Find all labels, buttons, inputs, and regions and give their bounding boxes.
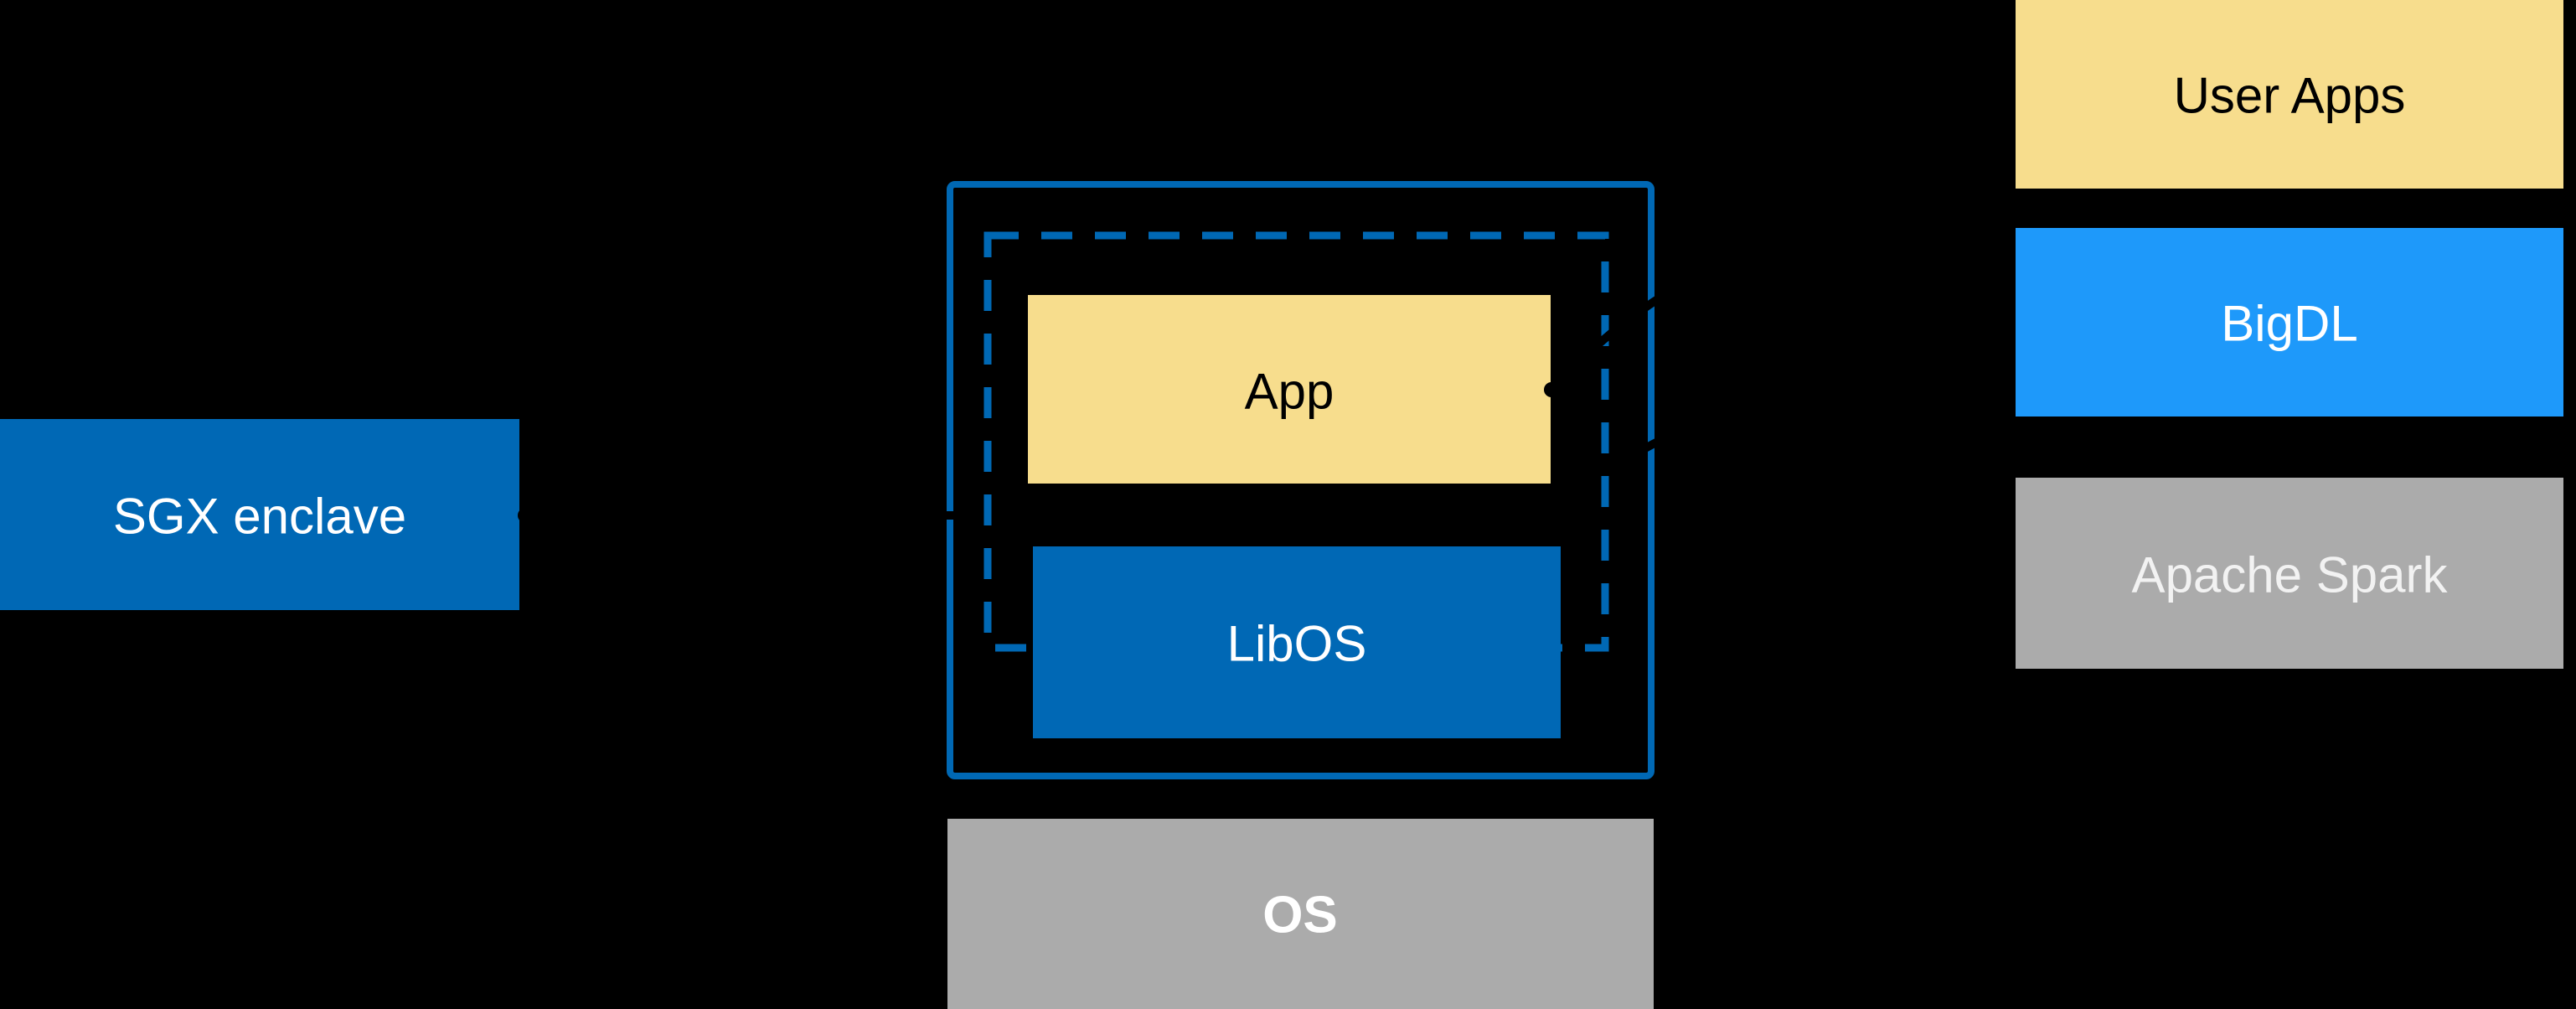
app-label: App <box>1245 364 1334 420</box>
enclave-outer-box <box>947 181 1655 779</box>
enclave-bigdl-connector <box>1609 360 2008 473</box>
sgx-enclave-connector-dot <box>518 508 533 523</box>
libos-label: LibOS <box>1227 616 1367 672</box>
libos-box <box>1033 546 1561 738</box>
user-apps-box <box>2016 0 2563 189</box>
apache-spark-label: Apache Spark <box>2132 547 2449 603</box>
bigdl-label: BigDL <box>2221 296 2357 352</box>
app-bigdl-connector <box>1548 235 2009 393</box>
app-bigdl-arrowhead <box>1979 258 2009 281</box>
os-label: OS <box>1262 887 1338 944</box>
app-box <box>1028 295 1551 484</box>
sgx-enclave-label: SGX enclave <box>113 489 406 545</box>
apache-spark-box <box>2016 478 2563 669</box>
os-box <box>947 819 1654 1009</box>
connector-layer <box>518 235 2009 527</box>
user-apps-label: User Apps <box>2174 68 2406 124</box>
app-connector-dot <box>1544 382 1559 397</box>
sgx-enclave-arrowhead <box>953 504 978 527</box>
bigdl-box <box>2016 228 2563 417</box>
enclave-dashed-boundary <box>983 231 1609 652</box>
sgx-enclave-box <box>0 419 519 610</box>
